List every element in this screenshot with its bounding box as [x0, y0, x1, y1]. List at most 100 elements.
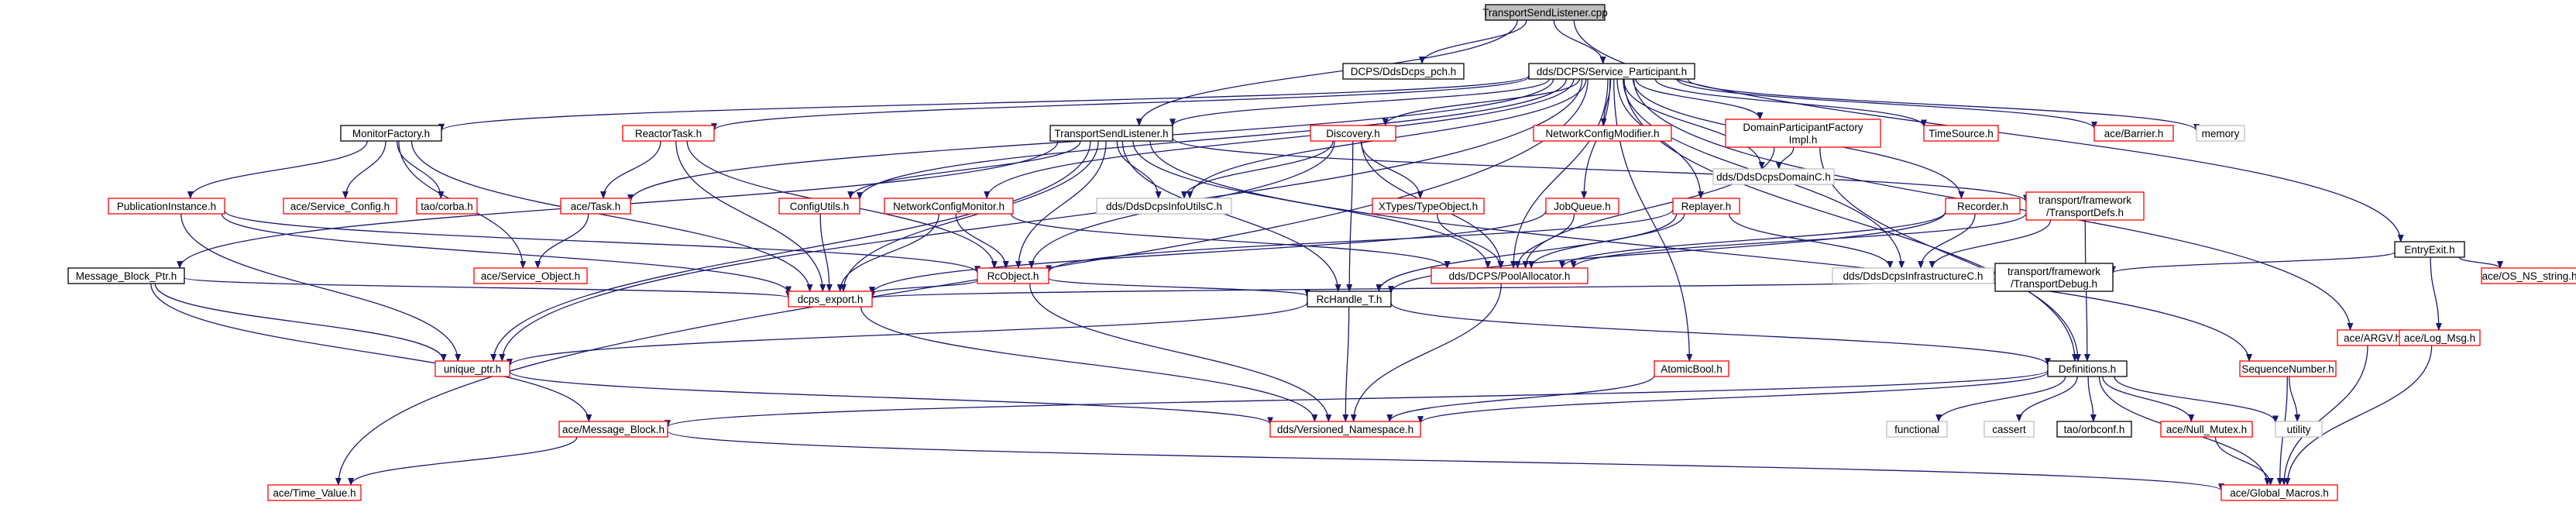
edge-rcobject-to-rchandle — [1048, 277, 1310, 297]
node-svcconfig-box — [283, 198, 397, 215]
node-barrier[interactable]: ace/Barrier.h — [2093, 125, 2174, 142]
node-svcconfig-label: ace/Service_Config.h — [290, 201, 390, 212]
node-infra: dds/DdsDcpsInfrastructureC.h — [1832, 267, 1994, 284]
node-timesource[interactable]: TimeSource.h — [1923, 125, 1999, 142]
edge-discovery-to-rchandle — [1346, 140, 1354, 292]
node-msgblock[interactable]: ace/Message_Block.h — [558, 421, 668, 438]
node-discovery-box — [1310, 125, 1396, 142]
node-discovery[interactable]: Discovery.h — [1310, 125, 1396, 142]
node-globalmacros-box — [2221, 484, 2338, 501]
node-tsl[interactable]: TransportSendListener.h — [1049, 125, 1173, 142]
node-entryexit[interactable]: EntryExit.h — [2394, 241, 2465, 258]
node-sp[interactable]: dds/DCPS/Service_Participant.h — [1528, 63, 1695, 80]
node-taocorba-box — [416, 198, 478, 215]
node-monitorfactory[interactable]: MonitorFactory.h — [340, 125, 442, 142]
node-rcobject[interactable]: RcObject.h — [977, 267, 1049, 284]
node-seqnum-label: SequenceNumber.h — [2241, 363, 2334, 375]
edge-seqnum-to-utility — [2289, 376, 2301, 422]
edge-root-to-pch — [1419, 19, 1527, 64]
node-utility: utility — [2275, 421, 2323, 438]
edge-rcobject-to-dcpsexport — [869, 280, 978, 295]
node-cfgutils-label: ConfigUtils.h — [790, 201, 850, 212]
node-osns[interactable]: ace/OS_NS_string.h — [2481, 267, 2576, 284]
node-atomicbool-box — [1654, 360, 1729, 377]
node-dpfi-label: Impl.h — [1789, 134, 1818, 146]
node-cfgutils[interactable]: ConfigUtils.h — [778, 198, 860, 215]
node-aceargv[interactable]: ace/ARGV.h — [2337, 329, 2408, 346]
node-versionedns-label: dds/Versioned_Namespace.h — [1277, 424, 1413, 435]
node-tsl-box — [1049, 125, 1173, 142]
node-pubinst-box — [108, 198, 225, 215]
edge-netcfgmon-to-dcpsexport — [836, 213, 939, 292]
edge-discovery-to-xtypes — [1360, 140, 1424, 199]
edge-pubinst-to-dcpsexport — [221, 213, 792, 294]
edge-replayer-to-rcobject — [1046, 209, 1674, 273]
node-transportdefs-box — [2025, 191, 2145, 221]
edge-sp-to-dpfi — [1635, 78, 1764, 120]
node-svcobject[interactable]: ace/Service_Object.h — [473, 267, 588, 284]
edge-aceargv-to-globalmacros — [2281, 345, 2368, 486]
node-acetask[interactable]: ace/Task.h — [560, 198, 631, 215]
node-pubinst-label: PublicationInstance.h — [117, 201, 216, 212]
node-netcfgmod[interactable]: NetworkConfigModifier.h — [1533, 125, 1672, 142]
node-infoutils-box — [1096, 198, 1232, 215]
node-netcfgmon[interactable]: NetworkConfigMonitor.h — [884, 198, 1014, 215]
node-orbconf[interactable]: tao/orbconf.h — [2056, 421, 2132, 438]
node-dcpsexport-box — [788, 291, 873, 308]
edge-tsl-to-infoutils — [1116, 140, 1162, 199]
edge-rchandle-to-versionedns — [1342, 306, 1350, 422]
node-cassert-box — [1984, 421, 2035, 438]
node-nullmutex[interactable]: ace/Null_Mutex.h — [2160, 421, 2253, 438]
edge-tsl-to-dcpsexport — [840, 140, 1099, 292]
dependency-nodes: TransportSendListener.cppDCPS/DdsDcps_pc… — [67, 4, 2576, 501]
edge-sp-to-poolalloc — [1510, 78, 1609, 269]
node-globalmacros[interactable]: ace/Global_Macros.h — [2221, 484, 2338, 501]
node-uniqueptr-label: unique_ptr.h — [444, 363, 501, 375]
node-xtypes[interactable]: XTypes/TypeObject.h — [1372, 198, 1485, 215]
node-replayer[interactable]: Replayer.h — [1672, 198, 1740, 215]
edge-sp-to-memory — [1687, 78, 2200, 132]
node-root[interactable]: TransportSendListener.cpp — [1482, 4, 1608, 21]
node-svcobject-label: ace/Service_Object.h — [481, 270, 580, 282]
node-atomicbool[interactable]: AtomicBool.h — [1654, 360, 1729, 377]
node-pch[interactable]: DCPS/DdsDcps_pch.h — [1342, 63, 1465, 80]
node-jobqueue[interactable]: JobQueue.h — [1545, 198, 1619, 215]
node-xtypes-box — [1372, 198, 1485, 215]
edge-tsl-to-seqnum — [1149, 140, 2252, 362]
node-functional: functional — [1886, 421, 1948, 438]
node-root-label: TransportSendListener.cpp — [1482, 7, 1608, 19]
node-svcconfig[interactable]: ace/Service_Config.h — [283, 198, 397, 215]
node-reactortask[interactable]: ReactorTask.h — [622, 125, 715, 142]
node-versionedns[interactable]: dds/Versioned_Namespace.h — [1269, 421, 1421, 438]
node-msgblock-label: ace/Message_Block.h — [562, 424, 665, 435]
node-uniqueptr[interactable]: unique_ptr.h — [434, 360, 510, 377]
node-domainc-box — [1712, 168, 1835, 185]
node-dcpsexport[interactable]: dcps_export.h — [788, 291, 873, 308]
node-utility-label: utility — [2287, 424, 2311, 435]
node-transportdefs[interactable]: transport/framework/TransportDefs.h — [2025, 191, 2145, 221]
node-logmsg[interactable]: ace/Log_Msg.h — [2399, 329, 2481, 346]
edge-atomicbool-to-versionedns — [1386, 375, 1655, 422]
node-recorder-label: Recorder.h — [1957, 201, 2008, 212]
edge-recorder-to-poolalloc — [1559, 211, 1946, 269]
edge-definitions-to-orbconf — [2087, 376, 2097, 422]
node-definitions[interactable]: Definitions.h — [2047, 360, 2128, 377]
node-tdebug-label: /TransportDebug.h — [2011, 278, 2097, 290]
node-entryexit-label: EntryExit.h — [2404, 244, 2454, 256]
node-timevalue[interactable]: ace/Time_Value.h — [267, 484, 362, 501]
node-transportdefs-label: /TransportDefs.h — [2046, 207, 2124, 218]
node-pubinst[interactable]: PublicationInstance.h — [108, 198, 225, 215]
node-poolalloc[interactable]: dds/DCPS/PoolAllocator.h — [1431, 267, 1589, 284]
edge-entryexit-to-tdebug — [2110, 251, 2396, 274]
node-utility-box — [2275, 421, 2323, 438]
node-seqnum[interactable]: SequenceNumber.h — [2239, 360, 2337, 377]
node-mbptr[interactable]: Message_Block_Ptr.h — [67, 267, 185, 284]
node-recorder[interactable]: Recorder.h — [1945, 198, 2021, 215]
node-definitions-box — [2047, 360, 2128, 377]
node-taocorba[interactable]: tao/corba.h — [416, 198, 478, 215]
edge-rchandle-to-uniqueptr — [507, 302, 1308, 367]
node-tdebug[interactable]: transport/framework/TransportDebug.h — [1994, 263, 2114, 292]
node-osns-label: ace/OS_NS_string.h — [2482, 270, 2576, 282]
node-rchandle[interactable]: RcHandle_T.h — [1307, 291, 1392, 308]
